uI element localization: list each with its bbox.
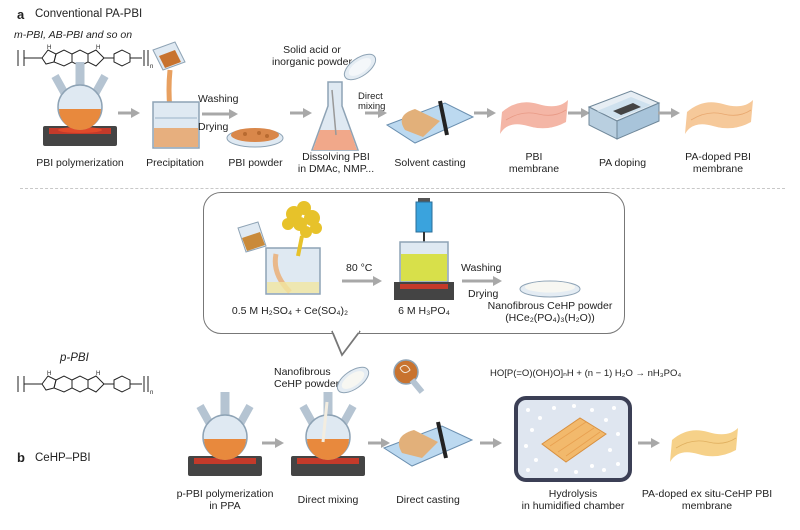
arrow-icon xyxy=(118,108,140,118)
powder-dish-icon xyxy=(343,53,377,81)
step-a-5-label: Solvent casting xyxy=(394,157,466,169)
arrow-icon xyxy=(568,108,590,118)
pa-doping-tray-icon xyxy=(587,90,661,140)
humidified-chamber-icon xyxy=(514,396,632,482)
precipitation-beaker-icon xyxy=(152,41,200,149)
step-b-4-label: Hydrolysis in humidified chamber xyxy=(521,488,625,513)
arrow-icon xyxy=(290,108,312,118)
cehp-powder-dish-icon xyxy=(519,280,581,298)
step-a-2-label: Precipitation xyxy=(146,157,204,169)
step-a-8-label: PA-doped PBI membrane xyxy=(685,151,751,176)
drying-label: Drying xyxy=(198,121,229,133)
svg-text:H: H xyxy=(96,45,100,51)
solid-acid-label: Solid acid or inorganic powder xyxy=(272,44,352,69)
arrow-icon xyxy=(474,108,496,118)
arrow-icon xyxy=(658,108,680,118)
step-a-3-label: PBI powder xyxy=(228,157,283,169)
step-b-5-label: PA-doped ex situ-CeHP PBI membrane xyxy=(641,488,773,513)
hydrolysis-equation: HO[P(=O)(OH)O]ₙH + (n − 1) H₂O → nH₃PO₄ xyxy=(490,368,682,379)
panel-a-letter: a xyxy=(17,7,25,22)
arrow-icon xyxy=(368,438,390,448)
erlenmeyer-flask-icon xyxy=(310,81,360,151)
m-pbi-structure-icon: H H n xyxy=(17,45,153,70)
direct-mixing-flask-icon xyxy=(291,392,365,476)
pbi-powder-dish-icon xyxy=(226,128,284,148)
svg-text:H: H xyxy=(96,371,100,377)
step-a-1-label: PBI polymerization xyxy=(36,157,124,169)
arrow-icon xyxy=(202,109,238,119)
svg-text:n: n xyxy=(150,64,153,70)
inset-pointer xyxy=(331,329,361,357)
final-membrane-icon xyxy=(670,428,738,462)
arrow-icon xyxy=(462,276,502,286)
panel-a-polymer-label: m-PBI, AB-PBI and so on xyxy=(14,29,133,41)
svg-text:n: n xyxy=(150,390,153,396)
washing-label: Washing xyxy=(198,93,239,105)
svg-text:H: H xyxy=(47,371,51,377)
pbi-membrane-icon xyxy=(500,100,568,134)
step-a-4-label: Dissolving PBI in DMAc, NMP... xyxy=(297,151,375,176)
inset-acid-label: 6 M H₃PO₄ xyxy=(398,305,450,317)
inset-drying-label: Drying xyxy=(468,288,499,300)
arrow-icon xyxy=(342,276,382,286)
panel-divider xyxy=(20,188,785,189)
step-a-7-label: PA doping xyxy=(598,157,647,169)
p-pbi-structure-icon: H H n xyxy=(17,371,153,396)
panel-a-title: Conventional PA-PBI xyxy=(35,8,143,20)
pa-doped-membrane-icon xyxy=(685,100,753,134)
step-a-6-label: PBI membrane xyxy=(508,151,560,176)
step-b-1-label: p-PBI polymerization in PPA xyxy=(176,488,274,513)
direct-casting-icon xyxy=(382,359,474,467)
ppa-polymerization-flask-icon xyxy=(188,392,262,476)
solvent-casting-plate-icon xyxy=(385,100,475,144)
inset-reagents-label: 0.5 M H₂SO₄ + Ce(SO₄)₂ xyxy=(231,305,349,317)
inset-washing-label: Washing xyxy=(461,262,502,274)
step-b-2-label: Direct mixing xyxy=(297,494,359,506)
panel-b-title: CeHP–PBI xyxy=(35,452,91,464)
step-b-3-label: Direct casting xyxy=(396,494,460,506)
panel-b-polymer-label: p-PBI xyxy=(60,352,89,364)
svg-text:H: H xyxy=(47,45,51,51)
temperature-label: 80 °C xyxy=(346,262,373,274)
cehp-powder-label: Nanofibrous CeHP powder xyxy=(274,366,340,391)
arrow-icon xyxy=(480,438,502,448)
inset-product-label: Nanofibrous CeHP powder (HCe₂(PO₄)₃(H₂O)… xyxy=(487,300,613,325)
syringe-heater-icon xyxy=(394,198,454,300)
reaction-beaker-icon xyxy=(237,201,322,295)
arrow-icon xyxy=(365,108,387,118)
cehp-dish-icon xyxy=(336,366,370,394)
direct-mixing-label-a: Direct mixing xyxy=(358,91,386,113)
arrow-icon xyxy=(638,438,660,448)
arrow-icon xyxy=(262,438,284,448)
polymerization-flask-icon xyxy=(43,62,117,146)
panel-b-letter: b xyxy=(17,450,25,465)
